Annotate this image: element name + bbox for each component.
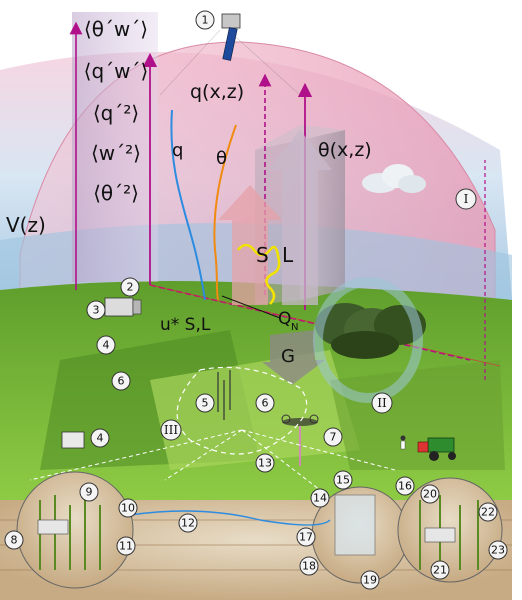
tractor [417, 437, 456, 461]
flux-label: ⟨q´²⟩ [93, 101, 139, 125]
marker-circle [488, 540, 508, 560]
surface-arrow [221, 295, 281, 319]
marker-circle [310, 488, 330, 508]
field-patch-light [150, 350, 360, 470]
marker-circle [430, 560, 450, 580]
marker-number: 23 [491, 544, 505, 557]
roman-marker-label: II [377, 396, 387, 410]
marker-circle [178, 513, 198, 533]
marker-number: 11 [119, 540, 133, 553]
marker-circle [195, 393, 215, 413]
profile-labels: V(z) q(x,z) θ(x,z) q θ [6, 81, 372, 237]
roman-marker-circle [455, 188, 477, 210]
drone [281, 414, 319, 466]
theta-label: θ [216, 148, 227, 169]
marker-circle [96, 335, 116, 355]
marker-circle [333, 470, 353, 490]
marker-circle [360, 570, 380, 590]
marker-circle [296, 527, 316, 547]
water-line [129, 510, 331, 526]
marker-number: 1 [202, 14, 209, 27]
marker-circle [90, 428, 110, 448]
marker-number: 13 [258, 457, 272, 470]
marker-circle [420, 484, 440, 504]
radiation-squiggle [236, 243, 281, 305]
marker-circle [299, 556, 319, 576]
marker-number: 7 [330, 431, 337, 444]
marker-number: 18 [302, 560, 316, 573]
flux-label: ⟨q´w´⟩ [84, 59, 149, 83]
marker-circle [255, 453, 275, 473]
q-label: q [172, 140, 183, 161]
marker-circle [86, 300, 106, 320]
flux-label-stack: ⟨θ´w´⟩ ⟨q´w´⟩ ⟨q´²⟩ ⟨w´²⟩ ⟨θ´²⟩ [84, 17, 149, 205]
marker-number: 2 [127, 281, 134, 294]
ground-heat-label: G [281, 346, 295, 367]
marker-number: 6 [262, 397, 269, 410]
v-of-z-label: V(z) [6, 213, 46, 237]
marker-circle [111, 371, 131, 391]
field-patch-olive [330, 360, 505, 470]
marker-number: 3 [93, 304, 100, 317]
marker-number: 10 [121, 502, 135, 515]
latent-heat-label: L [282, 243, 294, 267]
instrument-box-left [61, 431, 85, 449]
marker-number: 4 [97, 432, 104, 445]
net-radiation-subscript: N [291, 322, 298, 333]
marker-number: 15 [336, 474, 350, 487]
roman-marker-label: I [464, 192, 469, 206]
net-radiation-label: Q [278, 309, 291, 329]
roman-marker-circle [371, 392, 393, 414]
ground-heat-arrow [262, 330, 325, 385]
surface-flux-label: u* S,L [160, 315, 211, 335]
marker-circle [478, 502, 498, 522]
marker-circle [118, 498, 138, 518]
marker-circle [79, 482, 99, 502]
marker-number: 6 [118, 375, 125, 388]
q-field-label: q(x,z) [190, 81, 244, 103]
marker-number: 14 [313, 492, 327, 505]
marker-number: 19 [363, 574, 377, 587]
marker-circle [255, 393, 275, 413]
marker-circle [120, 277, 140, 297]
marker-number: 12 [181, 517, 195, 530]
flux-label: ⟨θ´w´⟩ [84, 17, 148, 41]
marker-number: 22 [481, 506, 495, 519]
marker-number: 5 [202, 397, 209, 410]
roman-marker-label: III [164, 423, 178, 437]
person-a [400, 435, 406, 450]
marker-number: 8 [11, 534, 18, 547]
marker-circle [4, 530, 24, 550]
marker-number: 16 [398, 480, 412, 493]
latent-heat-arrow [268, 130, 332, 305]
marker-circle [116, 536, 136, 556]
marker-number: 17 [299, 531, 313, 544]
transect-lines [29, 429, 396, 491]
marker-number: 20 [423, 488, 437, 501]
marker-circle [195, 10, 215, 30]
flux-label: ⟨θ´²⟩ [93, 181, 139, 205]
marker-number: 21 [433, 564, 447, 577]
marker-number: 9 [86, 486, 93, 499]
eddy-tower [217, 370, 231, 420]
marker-number: 4 [103, 339, 110, 352]
sensible-heat-label: S [256, 243, 269, 267]
inset-plants [37, 494, 479, 570]
inset-circle-left [16, 471, 134, 589]
flux-label: ⟨w´²⟩ [91, 141, 141, 165]
marker-circle [395, 476, 415, 496]
theta-profile-curve [213, 124, 237, 301]
satellite [159, 13, 301, 96]
marker-circle [323, 427, 343, 447]
circulation-ring [313, 277, 423, 403]
instrument-trailer [104, 297, 142, 317]
theta-field-label: θ(x,z) [318, 139, 372, 161]
roman-marker-circle [160, 419, 182, 441]
q-profile-curve [170, 109, 206, 301]
cloud [362, 164, 426, 193]
